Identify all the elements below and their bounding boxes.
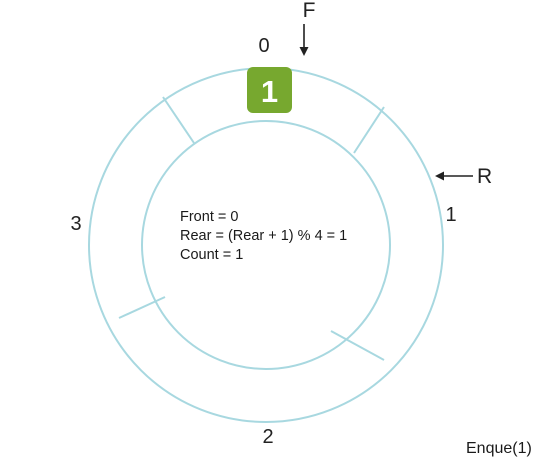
front-pointer-label: F <box>303 0 316 22</box>
slot-divider <box>353 106 385 154</box>
front-value-text: Front = 0 <box>180 209 238 225</box>
slot-index-3: 3 <box>70 213 81 235</box>
slot-divider <box>330 330 385 361</box>
front-pointer-arrow <box>299 24 309 56</box>
rear-formula-text: Rear = (Rear + 1) % 4 = 1 <box>180 228 347 244</box>
slot-divider <box>118 296 166 319</box>
rear-pointer-arrow <box>435 171 473 181</box>
inner-ring <box>141 120 391 370</box>
filled-slot-box <box>247 67 292 113</box>
slot-index-2: 2 <box>262 426 273 448</box>
slot-index-0: 0 <box>258 35 269 57</box>
rear-pointer-label: R <box>477 165 492 188</box>
operation-caption: Enque(1) <box>466 440 532 457</box>
filled-slot-value: 1 <box>261 74 278 109</box>
count-value-text: Count = 1 <box>180 247 243 263</box>
slot-index-1: 1 <box>445 204 456 226</box>
slot-divider <box>162 96 195 144</box>
